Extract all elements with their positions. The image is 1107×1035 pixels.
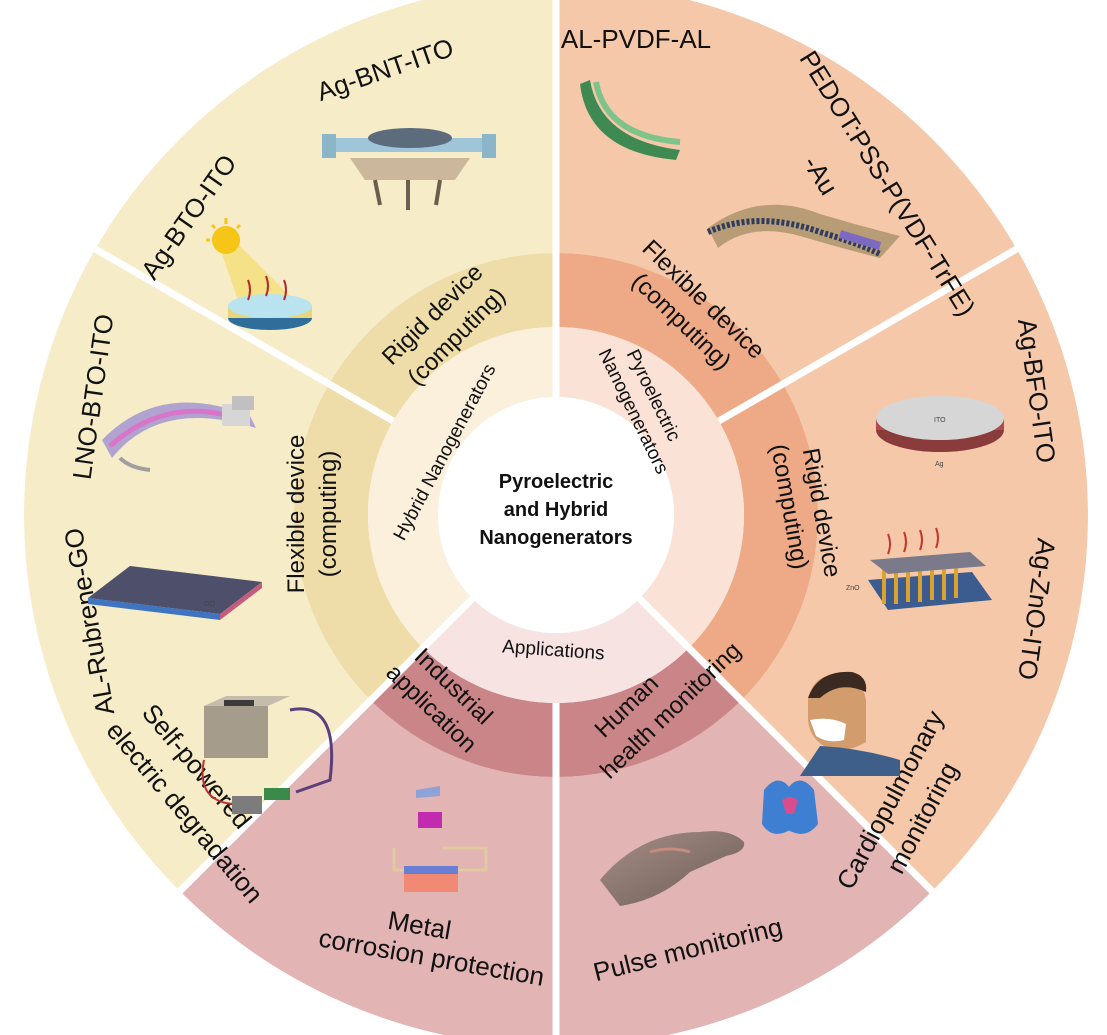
electric-degradation-apparatus-illustration — [201, 696, 334, 814]
ag-label: Ag — [935, 461, 944, 468]
go-label: GO — [204, 601, 215, 608]
lungs-icon — [762, 780, 818, 834]
ag-bnt-ito-device-illustration — [322, 128, 496, 210]
hybrid-inner-sector — [367, 327, 556, 648]
center-title-line2: and Hybrid — [504, 499, 608, 521]
cardiopulmonary-person-illustration — [800, 671, 900, 776]
separator-line-4 — [717, 244, 1022, 425]
ag-bfo-ito-disk-illustration: ITO Ag — [876, 396, 1004, 468]
zno-label: ZnO — [846, 585, 860, 592]
outer-ring — [23, 0, 1089, 1035]
pyroelectric-outer-sector — [556, 0, 1089, 892]
hybrid-outer-sector — [23, 0, 556, 892]
ag-zno-ito-nanorods-illustration: ZnO — [846, 527, 992, 610]
mid-label-flex-left-1: Flexible device — [283, 435, 310, 594]
mid-label-flex-left-2: (computing) — [315, 451, 342, 578]
center-title-line1: Pyroelectric — [499, 471, 614, 493]
center-circle — [438, 397, 674, 633]
pedot-flexible-ribbon-illustration — [706, 204, 900, 258]
metal-corrosion-protection-illustration — [392, 786, 488, 892]
lno-bto-ito-flexible-illustration — [102, 396, 256, 472]
outer-label-al-pvdf-al: AL-PVDF-AL — [561, 24, 711, 54]
pulse-monitoring-wrist-illustration — [600, 831, 745, 906]
hybrid-middle-sector — [294, 253, 556, 701]
separator-line-2 — [175, 595, 476, 896]
pyroelectric-middle-sector — [556, 253, 818, 701]
separator-line-5 — [90, 244, 395, 425]
ag-bto-ito-solar-illustration — [206, 218, 312, 330]
sector-separators — [20, 0, 1092, 1035]
al-rubrene-go-film-illustration: GO — [88, 566, 262, 620]
center-title-line3: Nanogenerators — [479, 527, 632, 549]
ito-label: ITO — [934, 417, 946, 424]
pyroelectric-inner-sector — [556, 327, 745, 648]
al-pvdf-al-curved-film-illustration — [580, 80, 681, 160]
applications-inner-sector — [423, 598, 689, 704]
outer-rim — [20, 0, 1092, 1035]
separator-line-1 — [636, 595, 937, 896]
inner-ring — [367, 327, 745, 704]
